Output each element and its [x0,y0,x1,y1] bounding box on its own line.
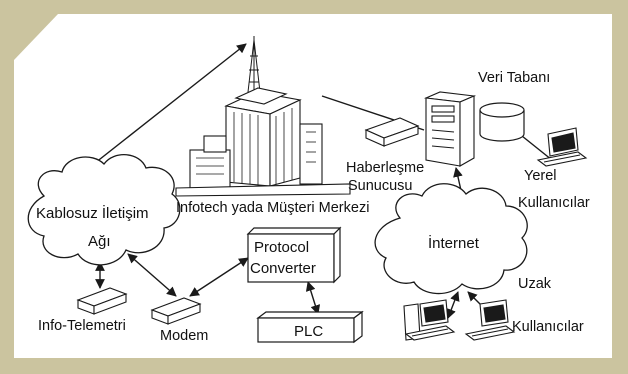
remote-computer-b-icon [464,299,516,341]
label-comm-server-line2: Sunucusu [348,178,413,194]
label-internet: İnternet [428,234,480,252]
wireless-network-cloud-icon [27,154,181,266]
link-protocol-plc [305,281,321,315]
label-comm-server-line1: Haberleşme [346,160,424,176]
modem-icon [150,297,202,325]
protocol-converter-box [246,226,342,284]
router-icon [364,117,420,147]
internet-cloud-icon [374,183,528,295]
telemetry-device-icon [76,287,128,315]
label-wireless-line2: Ağı [88,233,111,250]
headquarters-building-icon [175,87,351,197]
label-protocol-line1: Protocol [254,239,309,256]
label-modem: Modem [160,328,208,344]
link-internet-remote-a [446,291,460,319]
link-tower-wireless [75,43,247,179]
label-headquarters: Infotech yada Müşteri Merkezi [176,200,369,216]
label-database: Veri Tabanı [478,70,550,86]
label-plc: PLC [294,323,323,340]
label-protocol-line2: Converter [250,260,316,277]
link-modem-protocol [189,257,249,297]
link-wireless-modem [127,253,177,297]
local-computer-icon [536,127,588,167]
label-remote-users-line1: Uzak [518,276,552,292]
label-remote-users-line2: Kullanıcılar [512,319,584,335]
database-icon [479,102,525,142]
remote-computer-a-icon [403,299,456,341]
label-wireless-line1: Kablosuz İletişim [36,204,149,222]
label-local-users-line2: Kullanıcılar [518,195,590,211]
plc-box [256,310,364,344]
server-icon [423,91,477,167]
label-telemetry: Info-Telemetri [38,318,126,334]
label-local-users-line1: Yerel [524,168,557,184]
